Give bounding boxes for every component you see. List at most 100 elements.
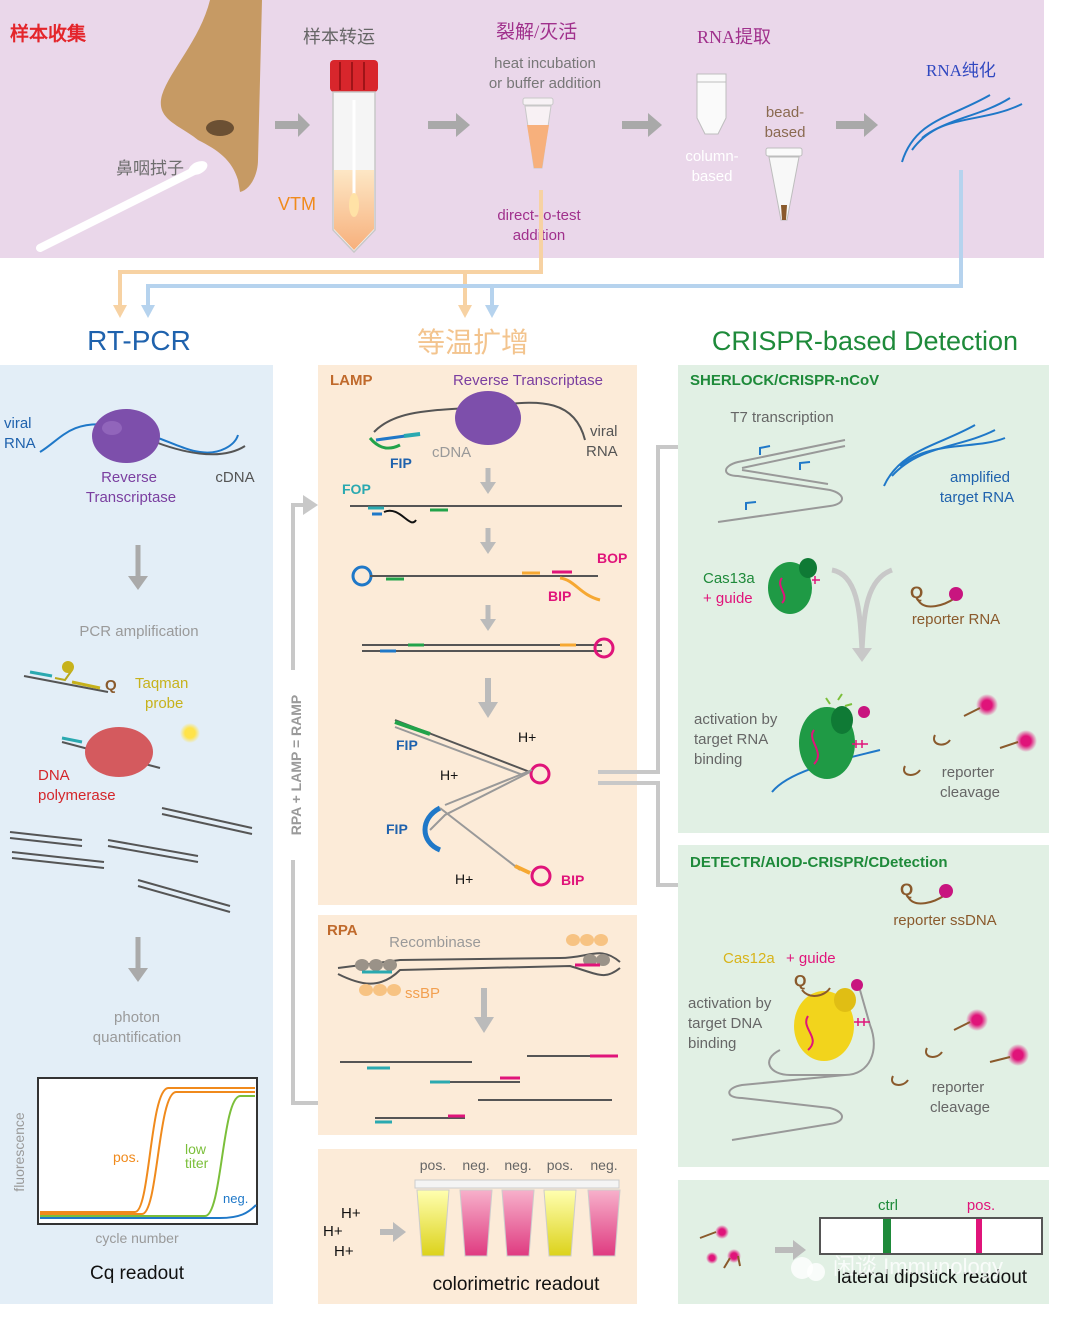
t7-dna-zigzag	[717, 439, 846, 523]
detectr-panel: DETECTR/AIOD-CRISPR/CDetection Q reporte…	[678, 845, 1049, 1167]
column-label-2: based	[692, 168, 733, 185]
colorimetric-panel: pos. neg. neg. pos. neg. H+ H+ H+ colori…	[318, 1149, 637, 1304]
lysis-note-2: or buffer addition	[489, 75, 601, 92]
fop-label: FOP	[342, 481, 371, 497]
tube-label-4: pos.	[547, 1157, 573, 1173]
crispr-header: CRISPR-based Detection	[712, 326, 1018, 356]
cdna-strand	[149, 439, 246, 456]
rtpcr-panel: viral RNA Reverse Transcriptase cDNA PCR…	[0, 365, 273, 1304]
colorimetric-readout-label: colorimetric readout	[433, 1274, 601, 1295]
sample-collection-label: 样本收集	[10, 22, 87, 45]
low-titer-label-1: low	[185, 1141, 207, 1157]
vtm-label: VTM	[278, 194, 316, 214]
tube-label-1: pos.	[420, 1157, 446, 1173]
sherlock-rep-1: reporter	[942, 764, 995, 781]
ssbp-label: ssBP	[405, 985, 440, 1002]
sample-transport-label: 样本转运	[303, 27, 375, 47]
recombinase-label: Recombinase	[389, 934, 481, 951]
positive-line	[976, 1219, 982, 1253]
tube-label-2: neg.	[462, 1157, 489, 1173]
ramp-label: RPA + LAMP = RAMP	[288, 695, 304, 836]
bead-label-1: bead-	[766, 104, 804, 121]
bead-label-2: based	[765, 124, 806, 141]
dna-fragments	[9, 807, 253, 913]
rpa-panel-background	[318, 915, 637, 1135]
curve-low-titer	[40, 1095, 255, 1217]
swab-label: 鼻咽拭子	[116, 159, 184, 178]
lysis-tube-cap	[522, 97, 554, 106]
reporter-ssdna-label: reporter ssDNA	[893, 912, 996, 929]
y-axis-label: fluorescence	[11, 1112, 27, 1192]
swab-tip	[188, 161, 208, 175]
taqman-primer	[29, 670, 53, 678]
reporter-fluorophore	[949, 587, 963, 601]
cq-readout-label: Cq readout	[90, 1263, 185, 1284]
color-hplus-2: H+	[323, 1223, 343, 1240]
sherlock-title: SHERLOCK/CRISPR-nCoV	[690, 372, 879, 389]
sherlock-q-label: Q	[910, 583, 923, 602]
lysis-label: 裂解/灭活	[496, 21, 577, 43]
sherlock-act-1: activation by	[694, 711, 778, 728]
sherlock-act-2: target RNA	[694, 731, 768, 748]
lamp-cdna-label: cDNA	[432, 444, 471, 461]
lamp-title: LAMP	[330, 372, 373, 389]
rna-strand-3	[921, 103, 1023, 139]
dipstick-pos-label: pos.	[967, 1197, 995, 1214]
rt-label-2: Transcriptase	[86, 489, 176, 506]
column-label-1: column-	[685, 148, 738, 165]
curve-pos-1	[40, 1087, 255, 1213]
sherlock-rep-2: cleavage	[940, 784, 1000, 801]
tube-label-5: neg.	[590, 1157, 617, 1173]
rna-purification-label: RNA纯化	[926, 61, 996, 80]
rna-extraction-label: RNA提取	[697, 27, 771, 47]
bop-label: BOP	[597, 550, 627, 566]
dna-polymerase-label-2: polymerase	[38, 787, 116, 804]
rt-label-1: Reverse	[101, 469, 157, 486]
isothermal-header: 等温扩增	[417, 327, 529, 359]
lamp-fip-label-1: FIP	[390, 455, 412, 471]
column-tube	[696, 73, 727, 135]
viral-rna-label-2: RNA	[4, 435, 36, 452]
lamp-rt-blob	[455, 391, 521, 445]
cas13a-label: Cas13a	[703, 570, 755, 587]
lysis-liquid	[527, 125, 549, 168]
detectr-panel-background	[678, 845, 1049, 1167]
lamp-rt-label: Reverse Transcriptase	[453, 372, 603, 389]
sherlock-act-3: binding	[694, 751, 742, 768]
lamp-fip-label-3: FIP	[386, 821, 408, 837]
beads	[781, 205, 787, 220]
rna-strand-1	[901, 94, 991, 163]
watermark-text: 闲谈 Immunology	[833, 1254, 1003, 1279]
quencher-label: Q	[105, 677, 117, 694]
detectr-act-3: binding	[688, 1035, 736, 1052]
lamp-fip-label-2: FIP	[396, 737, 418, 753]
sherlock-panel: SHERLOCK/CRISPR-nCoV T7 transcription am…	[678, 365, 1049, 833]
rtpcr-header: RT-PCR	[87, 325, 191, 356]
lamp-bip-label-2: BIP	[561, 872, 584, 888]
detectr-rep-2: cleavage	[930, 1099, 990, 1116]
tube-4-pos	[543, 1189, 577, 1257]
control-line	[883, 1219, 891, 1253]
photon-label-2: quantification	[93, 1029, 181, 1046]
recombinase-proteins	[355, 954, 610, 971]
tube-1-pos	[416, 1189, 450, 1257]
rpa-title: RPA	[327, 922, 358, 939]
curve-neg	[40, 1204, 257, 1219]
detectr-title: DETECTR/AIOD-CRISPR/CDetection	[690, 854, 948, 871]
amplified-label-2: target RNA	[940, 489, 1014, 506]
cas12a-guide-label: + guide	[786, 950, 836, 967]
cas13a-guide-label: + guide	[703, 590, 753, 607]
lamp-viral-label-1: viral	[590, 423, 618, 440]
tube-label-3: neg.	[504, 1157, 531, 1173]
viral-rna-label-1: viral	[4, 415, 32, 432]
detectr-act-1: activation by	[688, 995, 772, 1012]
color-hplus-1: H+	[341, 1205, 361, 1222]
lamp-panel: LAMP Reverse Transcriptase FIP cDNA vira…	[318, 365, 637, 905]
rpa-products	[340, 1054, 618, 1124]
pcr-amplification-label: PCR amplification	[79, 623, 198, 640]
taqman-reporter-dye	[62, 661, 74, 673]
neg-label: neg.	[223, 1191, 248, 1206]
tube-cap	[330, 60, 378, 92]
nostril	[206, 120, 234, 136]
nose-illustration	[160, 0, 262, 192]
